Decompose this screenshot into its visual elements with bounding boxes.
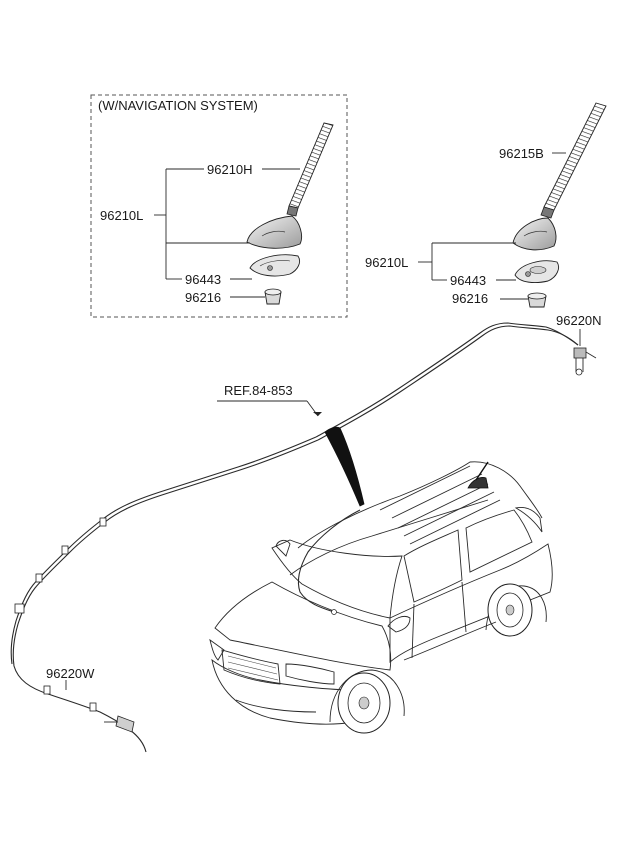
nav-label-nut: 96216 (185, 290, 221, 305)
std-nut (527, 292, 547, 308)
nav-group: (W/NAVIGATION SYSTEM) (90, 94, 348, 318)
vehicle-illustration (209, 461, 553, 734)
nav-antenna-rod (286, 122, 334, 217)
reference-callout: REF.84-853 (217, 383, 322, 417)
nav-label-assy: 96210L (100, 208, 143, 223)
std-antenna-base (512, 217, 557, 251)
label-main-feeder: 96220W (46, 666, 95, 681)
std-label-nut: 96216 (452, 291, 488, 306)
front-wheel (329, 669, 405, 734)
nav-label-rod: 96210H (207, 162, 253, 177)
nav-antenna-pad (249, 254, 301, 277)
std-leader-lines (418, 152, 566, 300)
nav-nut (264, 288, 282, 305)
cable-clips (14, 517, 107, 712)
std-label-pad: 96443 (450, 273, 486, 288)
nav-box-title: (W/NAVIGATION SYSTEM) (98, 98, 258, 113)
reference-label: REF.84-853 (224, 383, 293, 398)
std-antenna-rod (540, 102, 607, 219)
feeder-connector-w (104, 715, 135, 733)
nav-antenna-base (246, 215, 303, 249)
nav-dashed-box (90, 94, 348, 318)
front-feeder-cable: 96220N (315, 313, 602, 441)
nav-label-pad: 96443 (185, 272, 221, 287)
rear-wheel (485, 583, 547, 637)
nav-leader-lines (154, 168, 300, 298)
std-label-rod: 96215B (499, 146, 544, 161)
std-label-assy: 96210L (365, 255, 408, 270)
feeder-connector-n (573, 347, 597, 376)
std-antenna-pad (514, 260, 559, 283)
main-feeder-cable: 96220W (10, 436, 319, 753)
label-front-feeder: 96220N (556, 313, 602, 328)
std-group: 96215B 96210L 96443 96216 (365, 102, 607, 308)
pointer-wedge (324, 426, 365, 507)
